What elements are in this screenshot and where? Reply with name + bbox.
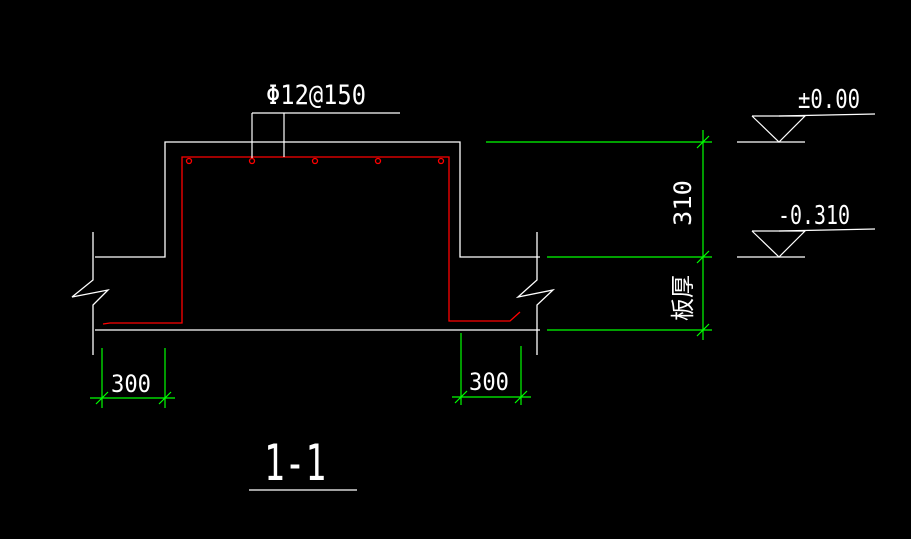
rebar-callout-label: Φ12@150 <box>266 80 366 111</box>
rebar <box>102 156 521 325</box>
section-title: 1-1 <box>264 434 326 492</box>
rebar-leader <box>251 112 400 158</box>
rebar-dot-1 <box>185 157 193 165</box>
rebar-dot-3 <box>311 157 319 165</box>
elevation-marker-bottom <box>737 228 876 258</box>
concrete-outline <box>71 141 556 355</box>
dim-right-label: 300 <box>469 368 509 396</box>
rebar-dot-2 <box>248 157 256 165</box>
rebar-dot-4 <box>374 157 382 165</box>
stirrup-rebar <box>102 156 521 325</box>
dimension-lines <box>90 130 712 408</box>
dim-left-label: 300 <box>111 370 151 398</box>
elevation-bottom-label: -0.310 <box>778 201 850 231</box>
left-break-line <box>71 232 110 355</box>
elevation-top-label: ±0.00 <box>798 85 860 115</box>
elevation-marker-top <box>737 113 876 143</box>
slab-thickness-label: 板厚 <box>669 275 697 321</box>
right-break-line <box>515 232 556 355</box>
rebar-dot-5 <box>437 157 445 165</box>
beam-outline <box>95 141 540 258</box>
dim-vertical-label: 310 <box>669 180 697 226</box>
